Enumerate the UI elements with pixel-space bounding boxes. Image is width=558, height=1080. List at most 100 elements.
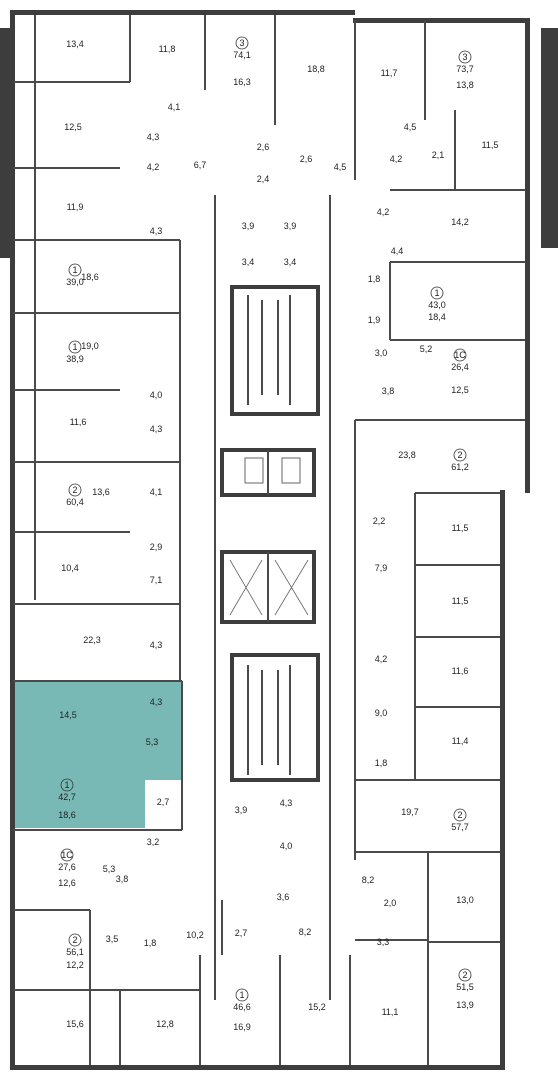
room-area-label: 4,3 [150, 697, 163, 707]
room-area-label: 12,8 [156, 1019, 174, 1029]
unit-circle [458, 968, 472, 982]
room-area-label: 4,2 [375, 654, 388, 664]
room-area-label: 4,3 [150, 226, 163, 236]
room-area-label: 23,8 [398, 450, 416, 460]
room-area-label: 13,8 [456, 80, 474, 90]
room-area-label: 11,5 [452, 596, 469, 606]
selected-apartment-highlight[interactable] [13, 681, 182, 828]
room-area-label: 2,7 [157, 797, 170, 807]
room-area-label: 3,8 [382, 386, 395, 396]
room-area-label: 11,7 [381, 68, 398, 78]
unit-badge[interactable]: 374,1 [233, 36, 251, 60]
room-area-label: 4,0 [280, 841, 293, 851]
elevator-core-upper [220, 448, 316, 497]
room-area-label: 8,2 [362, 875, 375, 885]
room-area-label: 19,7 [401, 807, 419, 817]
room-area-label: 2,6 [257, 142, 270, 152]
unit-total-area: 56,1 [66, 947, 84, 957]
room-area-label: 4,5 [404, 122, 417, 132]
room-area-label: 4,4 [391, 246, 404, 256]
outer-walls [0, 10, 558, 1070]
unit-circle [235, 988, 249, 1002]
room-area-label: 2,7 [235, 928, 248, 938]
unit-circle [453, 808, 467, 822]
room-area-label: 7,9 [375, 563, 388, 573]
unit-badge[interactable]: 260,4 [66, 483, 84, 507]
room-area-label: 4,2 [147, 162, 160, 172]
unit-badge[interactable]: 257,7 [451, 808, 469, 832]
room-area-label: 4,3 [150, 640, 163, 650]
unit-badge[interactable]: 1С 26,4 [451, 348, 469, 372]
unit-room-count: 3 [239, 38, 244, 48]
unit-circle [430, 286, 444, 300]
unit-room-count: 3 [462, 52, 467, 62]
room-area-label: 3,4 [284, 257, 297, 267]
unit-badge[interactable]: 139,0 [66, 263, 84, 287]
unit-badge[interactable]: 142,7 [58, 778, 76, 802]
room-area-label: 14,5 [59, 710, 77, 720]
room-area-label: 16,9 [233, 1022, 251, 1032]
room-area-label: 4,3 [280, 798, 293, 808]
unit-badge[interactable]: 251,5 [456, 968, 474, 992]
room-area-label: 12,5 [451, 385, 469, 395]
elevator-core-lower [220, 550, 316, 624]
room-area-label: 5,3 [103, 864, 116, 874]
unit-circle [68, 340, 82, 354]
room-area-label: 10,2 [186, 930, 204, 940]
unit-total-area: 26,4 [451, 362, 469, 372]
room-area-label: 3,9 [284, 221, 297, 231]
room-area-label: 11,6 [452, 666, 469, 676]
unit-total-area: 74,1 [233, 50, 251, 60]
unit-room-count: 2 [457, 810, 462, 820]
room-area-label: 3,9 [242, 221, 255, 231]
unit-room-count: 1С [454, 350, 466, 360]
unit-total-area: 61,2 [451, 462, 469, 472]
unit-total-area: 73,7 [456, 64, 474, 74]
unit-badge[interactable]: 373,7 [456, 50, 474, 74]
unit-badge[interactable]: 138,9 [66, 340, 84, 364]
unit-room-count: 1 [434, 288, 439, 298]
room-area-label: 4,3 [150, 424, 163, 434]
unit-total-area: 42,7 [58, 792, 76, 802]
room-area-label: 4,0 [150, 390, 163, 400]
room-area-label: 13,4 [66, 39, 84, 49]
unit-room-count: 2 [72, 935, 77, 945]
room-area-label: 2,4 [257, 174, 270, 184]
unit-circle [60, 778, 74, 792]
room-area-label: 13,0 [456, 895, 474, 905]
room-area-label: 4,2 [390, 154, 403, 164]
room-area-label: 11,6 [70, 417, 87, 427]
room-area-label: 11,8 [159, 44, 176, 54]
unit-badge[interactable]: 143,0 [428, 286, 446, 310]
unit-room-count: 1 [72, 265, 77, 275]
unit-circle [458, 50, 472, 64]
room-area-label: 13,9 [456, 1000, 474, 1010]
room-area-label: 3,8 [116, 874, 129, 884]
room-area-label: 4,1 [150, 487, 163, 497]
room-area-label: 12,6 [58, 878, 76, 888]
unit-badge[interactable]: 146,6 [233, 988, 251, 1012]
room-area-label: 22,3 [83, 635, 101, 645]
unit-total-area: 38,9 [66, 354, 84, 364]
unit-total-area: 39,0 [66, 277, 84, 287]
room-area-label: 4,3 [147, 132, 160, 142]
room-area-label: 8,2 [299, 927, 312, 937]
unit-circle [60, 848, 74, 862]
room-area-label: 3,2 [147, 837, 160, 847]
stair-core-bottom [230, 653, 320, 782]
unit-badge[interactable]: 261,2 [451, 448, 469, 472]
room-area-label: 4,1 [168, 102, 181, 112]
unit-badge[interactable]: 256,1 [66, 933, 84, 957]
room-area-label: 19,0 [81, 341, 99, 351]
unit-room-count: 2 [72, 485, 77, 495]
unit-total-area: 43,0 [428, 300, 446, 310]
unit-total-area: 27,6 [58, 862, 76, 872]
room-area-label: 3,3 [377, 937, 390, 947]
unit-circle [453, 448, 467, 462]
room-area-label: 5,3 [146, 737, 159, 747]
room-area-label: 6,7 [194, 160, 207, 170]
room-area-label: 11,5 [482, 140, 499, 150]
unit-total-area: 51,5 [456, 982, 474, 992]
